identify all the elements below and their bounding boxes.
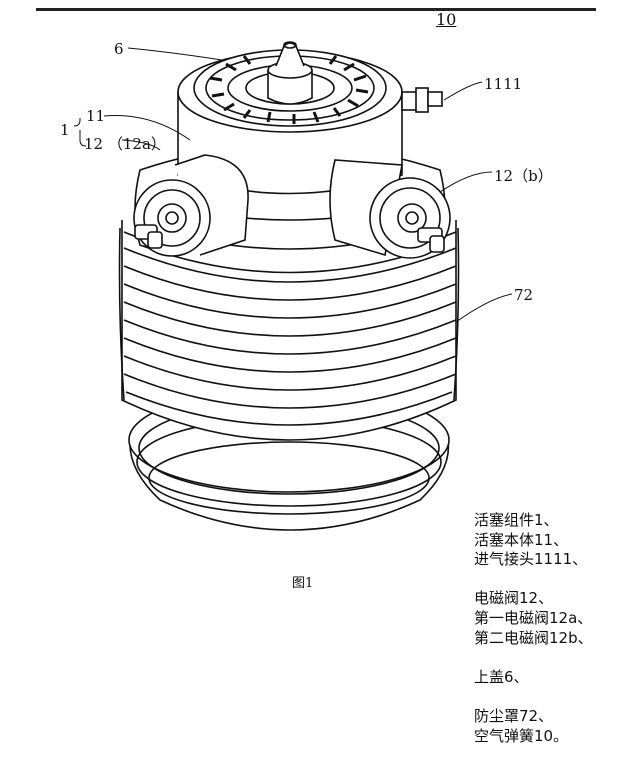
label-valve-a: 12 （12a） xyxy=(84,135,166,153)
legend-item: 第二电磁阀12b、 xyxy=(474,628,593,647)
legend-item: 第一电磁阀12a、 xyxy=(474,608,593,627)
top-border-line xyxy=(36,8,596,11)
label-dust-cover: 72 xyxy=(514,286,534,304)
legend-item: 活塞组件1、 xyxy=(474,511,559,529)
legend-item: 进气接头1111、 xyxy=(474,550,588,569)
label-inlet-fitting: 1111 xyxy=(484,75,523,93)
legend-item: 空气弹簧10。 xyxy=(474,726,569,745)
leader-lines xyxy=(73,47,513,323)
figure-number: 10 xyxy=(436,10,457,29)
parts-legend: 活塞组件1、 活塞本体11、 进气接头1111、 电磁阀12、 第一电磁阀12a… xyxy=(474,511,593,746)
label-piston-assembly: 1 xyxy=(60,121,70,139)
label-valve-b: 12（b） xyxy=(494,167,553,185)
label-top-cover: 6 xyxy=(114,40,124,58)
legend-item: 上盖6、 xyxy=(474,667,529,686)
central-cap xyxy=(267,41,313,105)
label-piston-body: 11 xyxy=(86,107,106,125)
legend-item: 活塞本体11、 xyxy=(474,530,569,549)
figure-caption: 图1 xyxy=(292,576,314,591)
legend-item: 防尘罩72、 xyxy=(474,706,554,725)
valve-arm-right xyxy=(329,159,451,259)
inlet-fitting xyxy=(401,87,443,113)
legend-item: 电磁阀12、 xyxy=(474,589,554,608)
valve-arm-left xyxy=(133,154,249,257)
